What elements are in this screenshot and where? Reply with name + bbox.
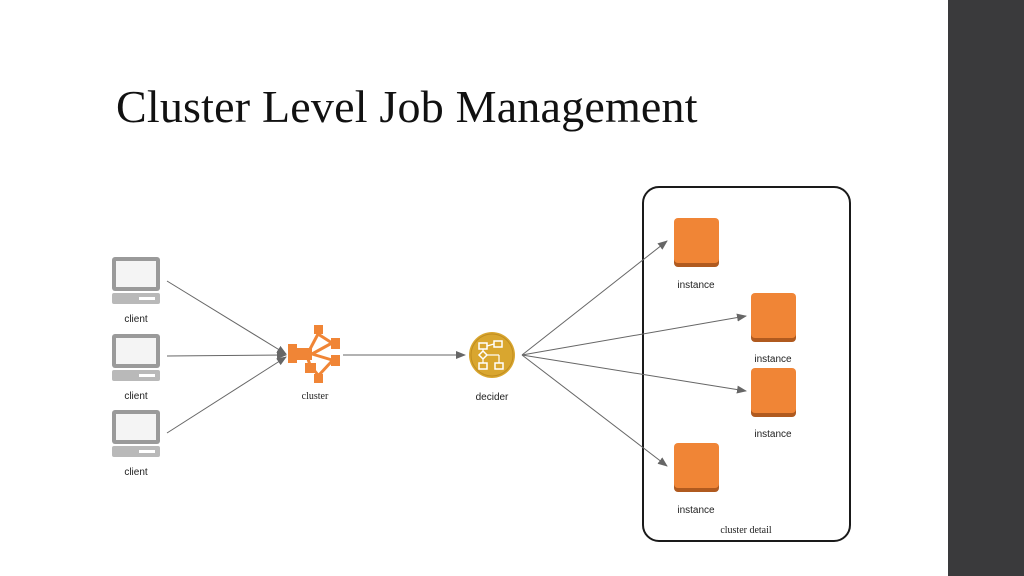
arrow-decider-to-instance2 xyxy=(521,313,747,356)
arrow-client2-to-cluster xyxy=(166,351,287,360)
instance-label: instance xyxy=(677,280,715,291)
client-computer-icon xyxy=(112,334,160,381)
cluster-network-icon xyxy=(288,325,340,383)
cluster-detail-box xyxy=(642,186,851,542)
client-computer-icon xyxy=(112,257,160,304)
client-computer-icon xyxy=(112,410,160,457)
instance-label: instance xyxy=(754,429,792,440)
arrow-client1-to-cluster xyxy=(166,280,287,355)
arrow-decider-to-instance1 xyxy=(521,240,668,356)
arrow-decider-to-instance3 xyxy=(521,354,747,394)
cluster-label: cluster xyxy=(301,391,329,402)
cluster-detail-label: cluster detail xyxy=(720,525,772,536)
decider-label: decider xyxy=(475,392,509,403)
right-sidebar-bar xyxy=(948,0,1024,576)
arrow-client3-to-cluster xyxy=(166,356,287,434)
arrow-decider-to-instance4 xyxy=(521,354,668,467)
instance-box-icon xyxy=(751,293,796,342)
decider-flowchart-icon xyxy=(469,332,515,378)
client-label: client xyxy=(124,467,148,478)
client-label: client xyxy=(124,391,148,402)
instance-label: instance xyxy=(677,505,715,516)
instance-box-icon xyxy=(674,443,719,492)
instance-box-icon xyxy=(674,218,719,267)
client-label: client xyxy=(124,314,148,325)
slide-title: Cluster Level Job Management xyxy=(116,81,698,132)
instance-label: instance xyxy=(754,354,792,365)
instance-box-icon xyxy=(751,368,796,417)
